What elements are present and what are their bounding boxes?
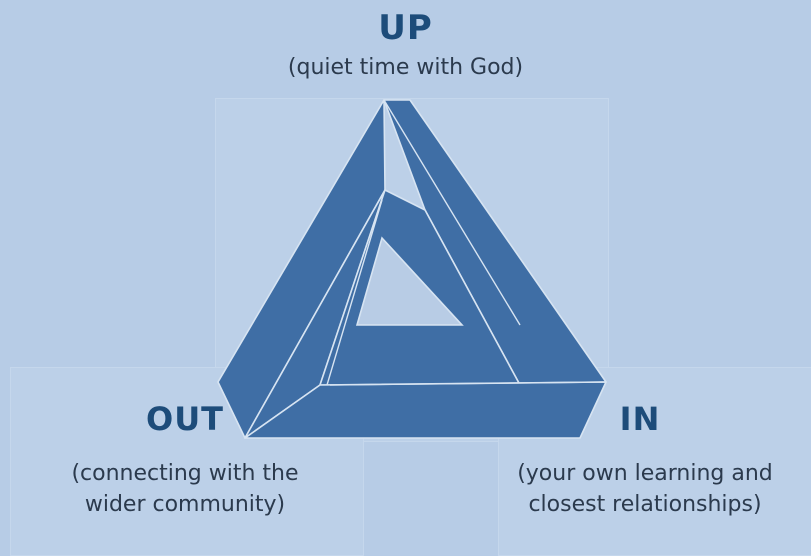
in-description: (your own learning and closest relations… (480, 458, 810, 520)
in-title: IN (600, 400, 680, 438)
in-description-line-1: (your own learning and (480, 458, 810, 489)
out-title: OUT (130, 400, 240, 438)
up-description: (quiet time with God) (0, 55, 811, 80)
up-title: UP (0, 8, 811, 48)
out-description: (connecting with the wider community) (30, 458, 340, 520)
in-description-line-2: closest relationships) (480, 489, 810, 520)
out-description-line-2: wider community) (30, 489, 340, 520)
out-description-line-1: (connecting with the (30, 458, 340, 489)
